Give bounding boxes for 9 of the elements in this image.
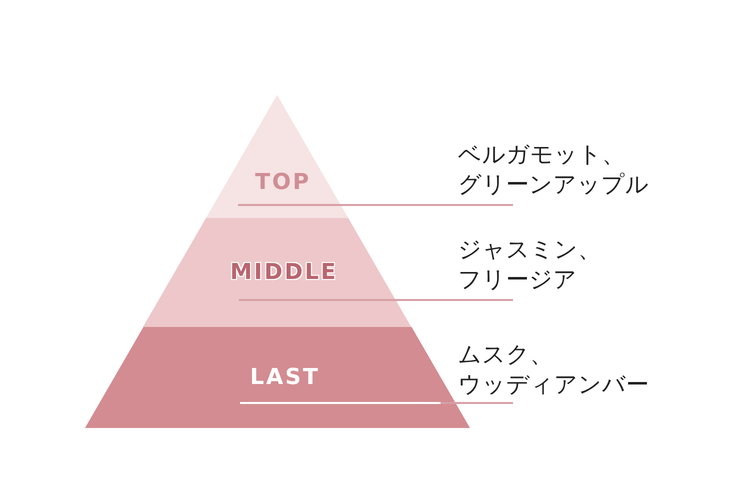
note-text: ベルガモット、グリーンアップル <box>458 140 698 200</box>
leader-line <box>239 299 513 301</box>
note-text: ムスク、ウッディアンバー <box>458 340 698 400</box>
layer-label: MIDDLE <box>230 260 338 285</box>
note-text: ジャスミン、フリージア <box>458 235 698 295</box>
leader-line <box>240 402 513 404</box>
layer-label: LAST <box>250 365 320 390</box>
layer-label: TOP <box>255 170 311 195</box>
leader-line <box>238 204 513 206</box>
